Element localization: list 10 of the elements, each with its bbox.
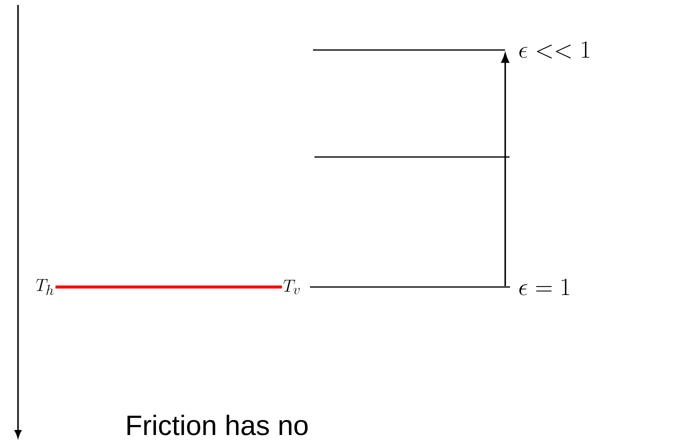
level-line xyxy=(310,286,510,288)
level-line xyxy=(313,49,505,51)
formula-label: $\epsilon = 1$ xyxy=(519,278,570,296)
level-label: $T_h$ xyxy=(36,279,54,296)
formula-label: $\epsilon << 1$ xyxy=(519,41,590,58)
level-line xyxy=(314,156,510,158)
note-text: Friction has no xyxy=(128,414,308,436)
level-label: $T_v$ xyxy=(284,280,300,294)
arrow xyxy=(501,53,510,286)
connector-line xyxy=(55,286,282,288)
